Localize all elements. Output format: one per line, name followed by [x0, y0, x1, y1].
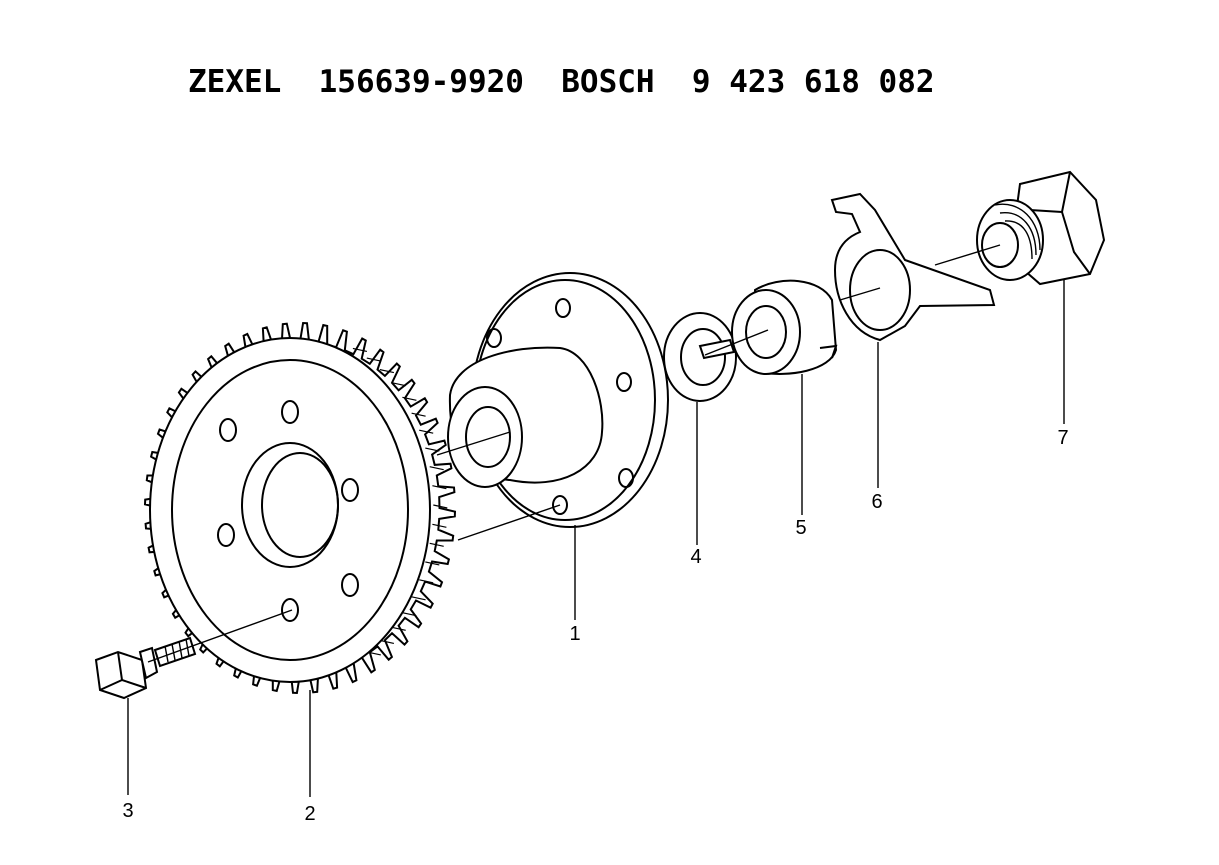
gear-tooth-line [411, 412, 426, 417]
diagram-title: ZEXEL 156639-9920 BOSCH 9 423 618 082 [188, 64, 935, 100]
callout-3: 3 [122, 800, 133, 822]
part-6-tab-washer [830, 192, 996, 342]
gear-tooth-line [379, 369, 395, 374]
gear-tooth-line [352, 347, 368, 352]
part-5-nut [731, 279, 838, 375]
gear-tooth-line [429, 542, 444, 547]
gear-tooth-line [419, 429, 434, 434]
hub-bolt-holes [486, 298, 634, 515]
gear-tooth-line [432, 485, 447, 490]
part-1-hub [447, 272, 669, 528]
gear-tooth-line [433, 504, 448, 509]
callout-7: 7 [1057, 427, 1068, 449]
gear-tooth-line [425, 447, 440, 452]
part-3-bolt [94, 636, 197, 700]
callout-5: 5 [795, 517, 806, 539]
leader-lines [127, 280, 1065, 797]
gear-bolt-holes [217, 400, 359, 622]
callout-2: 2 [304, 803, 315, 825]
callout-1: 1 [569, 623, 580, 645]
gear-tooth-line [419, 579, 434, 584]
assembly-lines [147, 244, 1001, 663]
gear-tooth-line [402, 612, 417, 617]
gear-tooth-line [366, 357, 381, 362]
gear-tooth-line [432, 523, 447, 528]
part-7-plug [976, 170, 1106, 286]
part-4-lock-washer [663, 312, 737, 402]
callout-6: 6 [871, 491, 882, 513]
gear-tooth-line [391, 382, 406, 387]
gear-tooth-line [379, 639, 395, 644]
gear-tooth-line [425, 561, 440, 566]
gear-tooth-line [391, 626, 406, 631]
callout-4: 4 [690, 546, 701, 568]
part-2-gear [143, 321, 457, 695]
gear-tooth-line [429, 466, 444, 471]
gear-tooth-line [411, 596, 426, 601]
gear-tooth-line [402, 396, 417, 401]
callout-labels: 1 2 3 4 5 6 7 [122, 427, 1068, 825]
